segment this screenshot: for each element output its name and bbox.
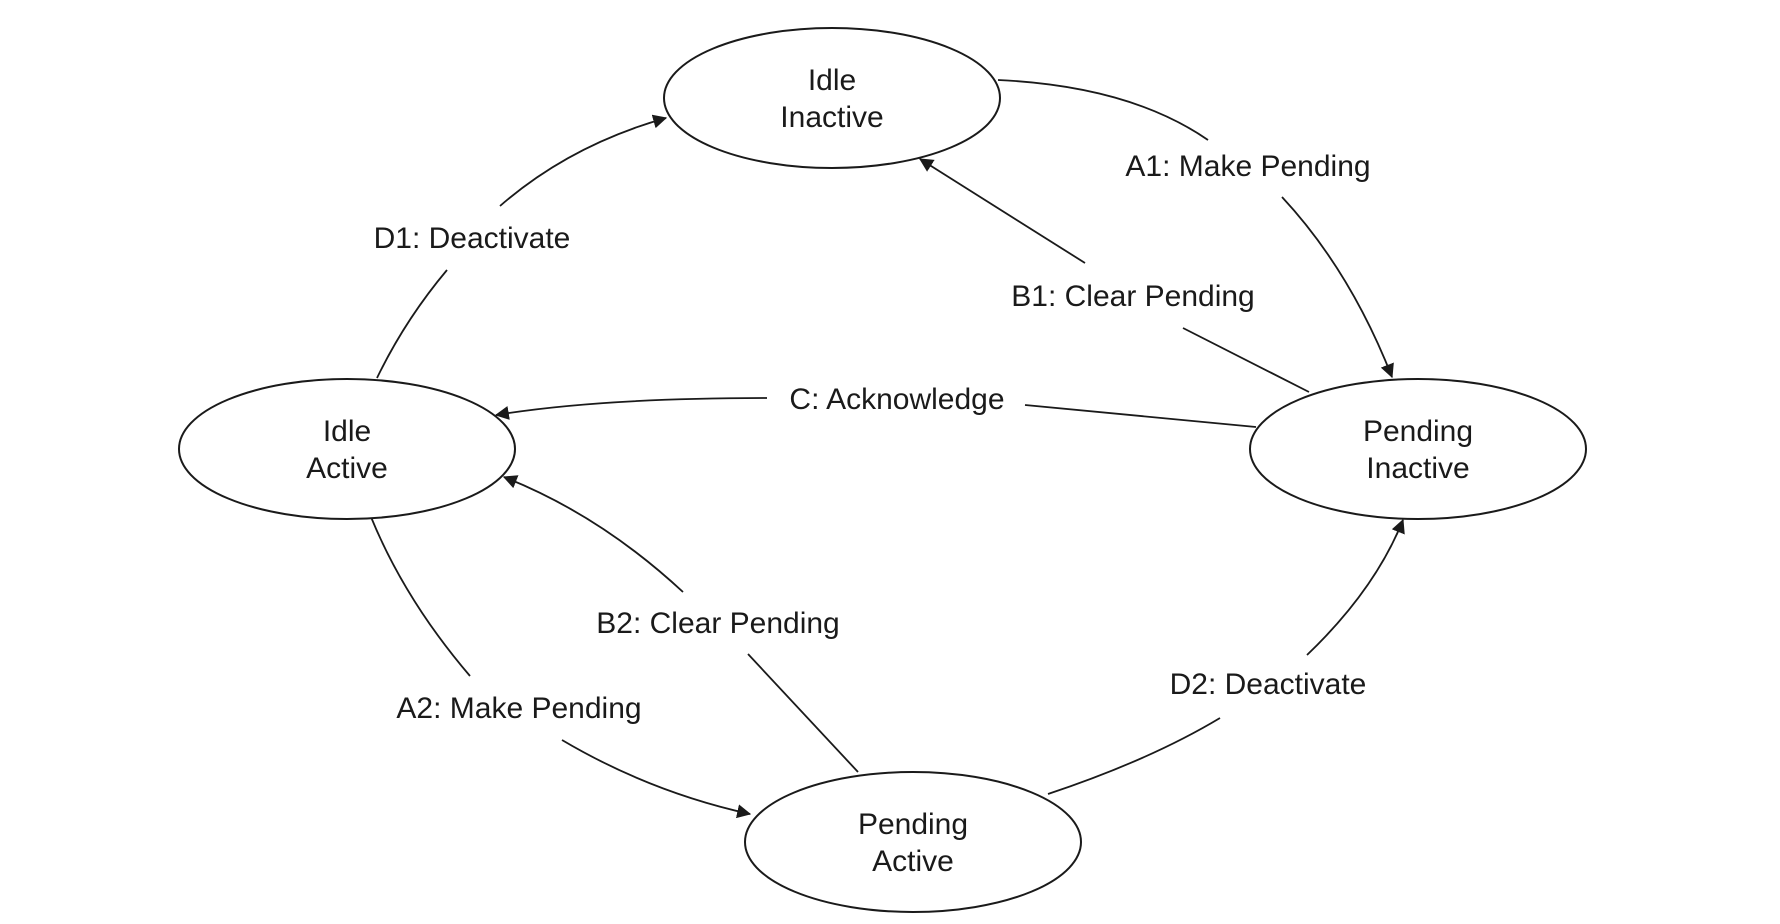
state-idle-inactive-ellipse [663, 27, 1001, 169]
edge-b2-segment-1 [747, 653, 859, 773]
edge-c-segment-2 [494, 397, 768, 420]
state-idle-active-line2: Active [306, 452, 388, 485]
state-idle-inactive: Idle Inactive [663, 27, 1001, 169]
state-pending-inactive-line2: Inactive [1366, 452, 1469, 485]
state-pending-inactive: Pending Inactive [1249, 378, 1587, 520]
label-c-acknowledge: C: Acknowledge [789, 383, 1004, 416]
edge-b1-segment-2 [919, 158, 1086, 264]
edge-b1-segment-1 [1182, 327, 1310, 393]
label-d2-deactivate: D2: Deactivate [1170, 668, 1367, 701]
label-d1-deactivate: D1: Deactivate [374, 222, 571, 255]
state-idle-inactive-line2: Inactive [780, 101, 883, 134]
edge-d2-segment-2 [1306, 518, 1405, 656]
state-idle-active-line1: Idle [323, 415, 371, 448]
state-pending-active-line1: Pending [858, 808, 968, 841]
edge-d2-segment-1 [1047, 717, 1221, 795]
label-a2-make-pending: A2: Make Pending [396, 692, 641, 725]
state-pending-active-ellipse [744, 771, 1082, 913]
edge-c-segment-1 [1024, 404, 1257, 428]
label-b2-clear-pending: B2: Clear Pending [596, 607, 840, 640]
edge-d1-segment-2 [499, 114, 668, 207]
state-pending-inactive-line1: Pending [1363, 415, 1473, 448]
edge-a1-segment-1 [997, 79, 1209, 141]
edge-a2-segment-2 [561, 739, 752, 819]
label-b1-clear-pending: B1: Clear Pending [1011, 280, 1255, 313]
edge-a1-segment-2 [1281, 196, 1394, 379]
edge-d1-segment-1 [376, 269, 448, 379]
edge-b2-segment-2 [502, 475, 684, 593]
state-pending-active: Pending Active [744, 771, 1082, 913]
state-pending-active-line2: Active [872, 845, 954, 878]
label-a1-make-pending: A1: Make Pending [1125, 150, 1370, 183]
edge-a2-segment-1 [370, 516, 471, 677]
state-idle-active: Idle Active [178, 378, 516, 520]
state-idle-inactive-line1: Idle [808, 64, 856, 97]
state-idle-active-ellipse [178, 378, 516, 520]
state-pending-inactive-ellipse [1249, 378, 1587, 520]
